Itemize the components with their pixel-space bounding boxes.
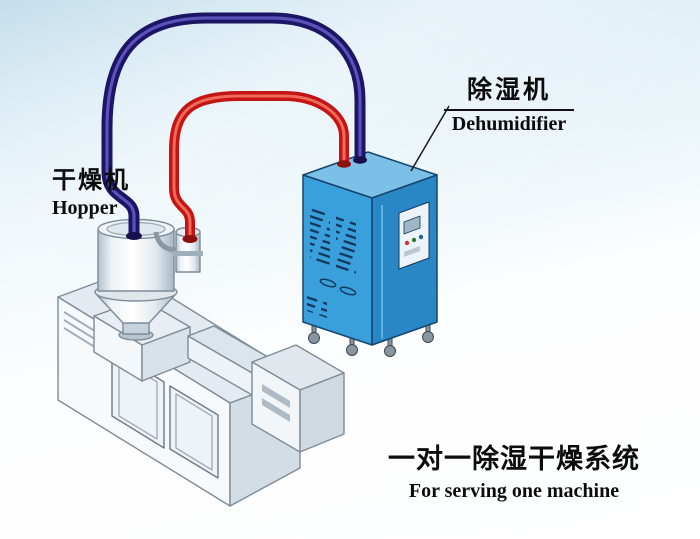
system-caption-cn: 一对一除湿干燥系统 xyxy=(388,444,640,474)
dehumidifier-label: 除湿机 Dehumidifier xyxy=(444,70,574,136)
dehumidifier-vent-grid xyxy=(307,295,327,318)
dehumidifier-casters xyxy=(308,322,434,357)
hopper-mount-side xyxy=(141,326,191,382)
loader-hose xyxy=(153,231,177,253)
hopper-label-cn: 干燥机 xyxy=(52,167,130,194)
extruder-door-panel-inner xyxy=(175,393,213,471)
control-panel-button xyxy=(404,240,410,246)
hose-fitting xyxy=(337,160,351,168)
caster-wheel xyxy=(346,344,358,356)
control-panel-plate xyxy=(398,201,430,270)
dehumidifier-slot-vent xyxy=(319,278,337,288)
control-panel-slot xyxy=(404,246,420,257)
control-panel-button xyxy=(411,237,417,243)
hose-fittings xyxy=(126,156,367,243)
extruder-machine xyxy=(57,270,345,507)
system-caption-en: For serving one machine xyxy=(408,480,620,502)
return-hose-navy-highlight xyxy=(105,16,362,238)
extruder-door-panel xyxy=(169,385,219,479)
hopper-label-en: Hopper xyxy=(52,197,118,219)
dehumidifier-unit xyxy=(302,151,438,357)
leader-line xyxy=(410,105,450,172)
extruder-head-vent xyxy=(262,384,290,408)
extruder-vent-grille xyxy=(63,311,99,350)
dehumidifier-vent-strip xyxy=(336,215,356,276)
hopper-label: 干燥机 Hopper xyxy=(52,160,130,220)
control-panel-button xyxy=(418,234,424,240)
dehumidifier-label-cn: 除湿机 xyxy=(444,70,574,111)
caster-wheel xyxy=(422,331,434,343)
caster-wheel xyxy=(308,332,320,344)
dehumidifier-control-panel xyxy=(398,201,430,270)
dehumidifier-label-en: Dehumidifier xyxy=(451,113,567,135)
dehumidifier-slot-vent xyxy=(339,286,357,296)
extruder-head-side xyxy=(299,372,345,453)
system-caption: 一对一除湿干燥系统 For serving one machine xyxy=(378,437,650,503)
hoses xyxy=(101,12,366,241)
hose-fitting xyxy=(126,232,142,240)
hose-fitting xyxy=(353,156,367,164)
loader-clamp xyxy=(173,251,203,256)
extruder-head-vent xyxy=(262,398,290,422)
dehumidifier-vent-strip xyxy=(310,206,330,268)
caster-wheel xyxy=(384,345,396,357)
hose-fitting xyxy=(182,235,198,243)
supply-hose-red-highlight xyxy=(172,94,346,241)
control-panel-display xyxy=(403,215,421,235)
